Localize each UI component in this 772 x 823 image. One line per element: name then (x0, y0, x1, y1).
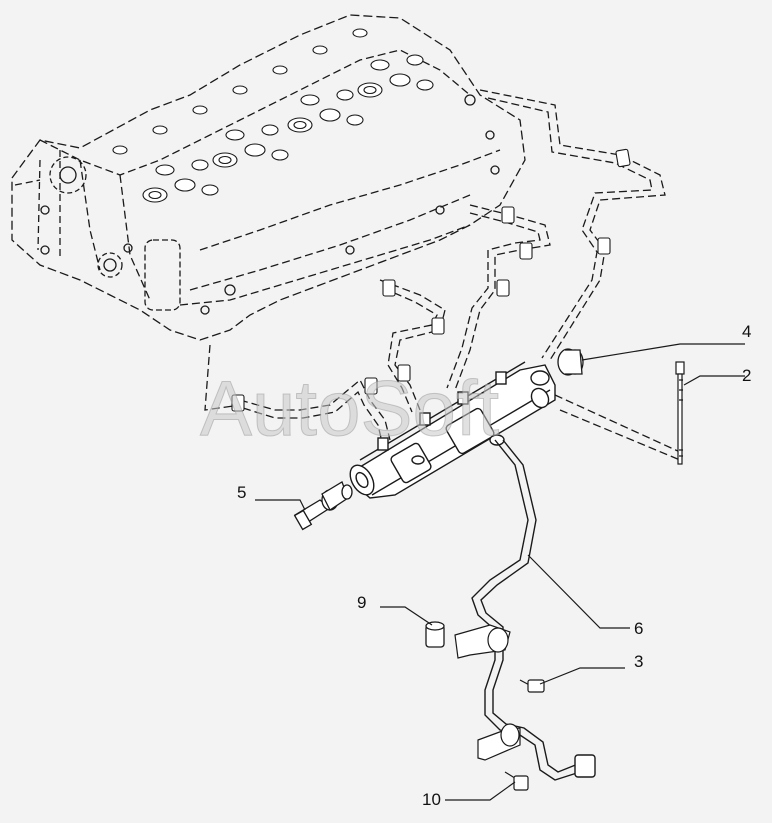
part-3-bolt (519, 679, 545, 693)
part-9-spacer (425, 621, 445, 648)
fuel-rail (349, 361, 556, 499)
part-2-stud (675, 361, 685, 465)
head-bosses (112, 28, 434, 203)
callout-2: 2 (742, 366, 752, 385)
part-5-pressure-sensor (293, 481, 353, 531)
callout-10: 10 (422, 790, 441, 809)
watermark-text: AutoSoft (200, 364, 500, 452)
cylinder-head (11, 14, 526, 341)
callout-9: 9 (357, 593, 367, 612)
callout-5: 5 (237, 483, 247, 502)
callout-6: 6 (634, 619, 644, 638)
injector-pipes-phantom (204, 89, 681, 461)
part-6-feed-pipe (471, 439, 596, 781)
pipe-fittings (231, 148, 631, 412)
callout-4: 4 (742, 322, 752, 341)
callout-3: 3 (634, 652, 644, 671)
pipe-clamps (454, 624, 521, 761)
part-4-plug (557, 348, 584, 376)
leader-lines (255, 343, 745, 801)
